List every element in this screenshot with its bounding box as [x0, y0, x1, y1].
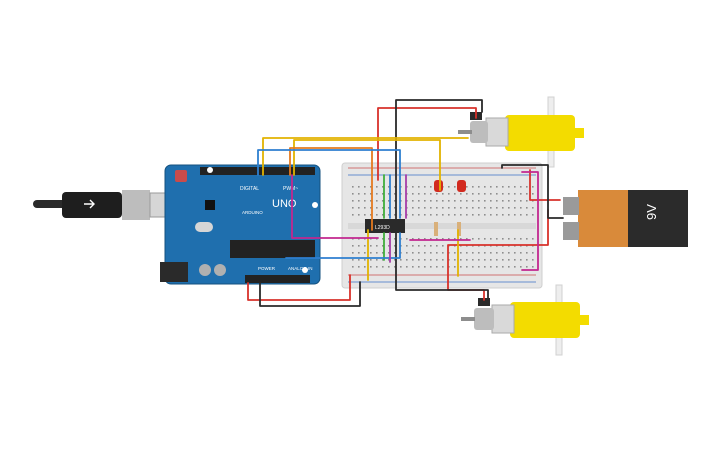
- power-label: POWER: [258, 266, 276, 271]
- motor-top[interactable]: [458, 96, 584, 168]
- uno-label: UNO: [272, 198, 297, 210]
- analog-label: ANALOG IN: [288, 266, 313, 271]
- arduino-board[interactable]: DIGITAL PWM~ UNO ARDUINO POWER ANALOG IN: [160, 164, 321, 285]
- motor-bottom[interactable]: [461, 284, 589, 356]
- usb-cable[interactable]: [33, 190, 186, 220]
- chip-label: L293D: [375, 225, 390, 231]
- led-1[interactable]: [434, 180, 443, 192]
- resistor-1[interactable]: [434, 222, 438, 236]
- battery-9v[interactable]: 9V: [563, 190, 688, 247]
- led-2[interactable]: [457, 180, 466, 192]
- breadboard[interactable]: [341, 162, 543, 289]
- digital-label: DIGITAL: [240, 186, 259, 192]
- pwm-label: PWM~: [283, 186, 298, 192]
- l293d-chip[interactable]: L293D: [365, 219, 405, 233]
- battery-label: 9V: [644, 204, 659, 220]
- arduino-logo-text: ARDUINO: [242, 210, 263, 215]
- resistor-2[interactable]: [457, 222, 461, 236]
- wires: [247, 99, 564, 307]
- reset-button[interactable]: [175, 170, 187, 182]
- atmega-chip: [230, 240, 315, 258]
